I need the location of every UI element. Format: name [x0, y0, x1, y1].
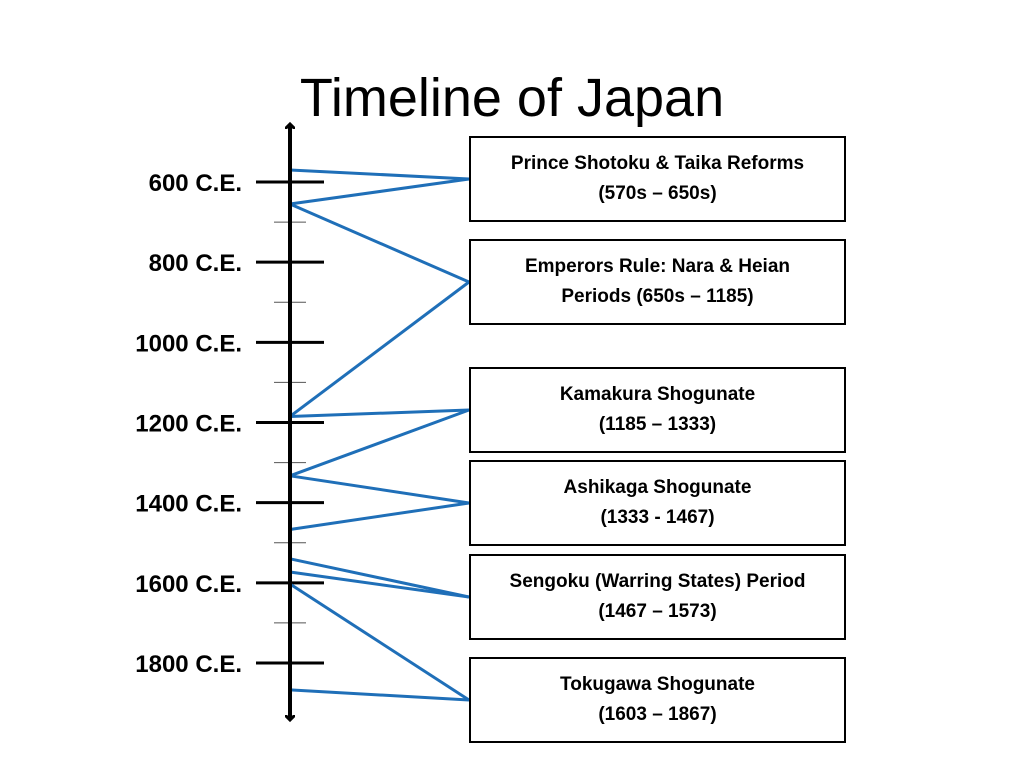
period-dates: (1603 – 1867)	[598, 704, 717, 725]
connector-line	[289, 177, 470, 206]
connector-line	[289, 408, 470, 478]
period-dates: (1185 – 1333)	[598, 414, 717, 435]
connector-line	[289, 408, 470, 418]
tick-label: 1400 C.E.	[135, 491, 242, 518]
tick-label: 600 C.E.	[149, 170, 242, 197]
period-dates: (1467 – 1573)	[598, 601, 717, 622]
tick-labels: 600 C.E. 800 C.E. 1000 C.E. 1200 C.E. 1400 C…	[135, 170, 242, 678]
tick-label: 1200 C.E.	[135, 411, 242, 438]
period-box: Sengoku (Warring States) Period (1467 – 1…	[469, 554, 846, 640]
connector-line	[289, 688, 470, 702]
tick-label: 1600 C.E.	[135, 571, 242, 598]
period-name: Tokugawa Shogunate	[560, 674, 755, 695]
connector-line	[289, 168, 470, 181]
period-name: Ashikaga Shogunate	[563, 477, 752, 498]
connector-line	[289, 501, 470, 532]
period-box: Kamakura Shogunate (1185 – 1333)	[469, 367, 846, 453]
period-name: Emperors Rule: Nara & Heian	[524, 256, 791, 277]
tick-label: 1800 C.E.	[135, 651, 242, 678]
connector-line	[289, 557, 470, 599]
connector-lines	[289, 168, 470, 702]
tick-label: 1000 C.E.	[135, 330, 242, 357]
connector-line	[289, 474, 470, 505]
connector-line	[289, 582, 470, 702]
slide-title: Timeline of Japan	[299, 68, 725, 128]
connector-line	[289, 280, 470, 418]
period-box: Tokugawa Shogunate (1603 – 1867)	[469, 657, 846, 743]
period-name: Kamakura Shogunate	[559, 384, 756, 405]
period-dates: (570s – 650s)	[598, 183, 717, 204]
period-name: Sengoku (Warring States) Period	[509, 571, 806, 592]
period-dates: (1333 - 1467)	[600, 507, 715, 528]
period-box: Prince Shotoku & Taika Reforms (570s – 65…	[469, 136, 846, 222]
connector-line	[289, 202, 470, 284]
period-dates: Periods (650s – 1185)	[561, 286, 754, 307]
tick-label: 800 C.E.	[149, 250, 242, 277]
period-name: Prince Shotoku & Taika Reforms	[510, 153, 805, 174]
connector-line	[289, 570, 470, 599]
period-box: Ashikaga Shogunate (1333 - 1467)	[469, 460, 846, 546]
